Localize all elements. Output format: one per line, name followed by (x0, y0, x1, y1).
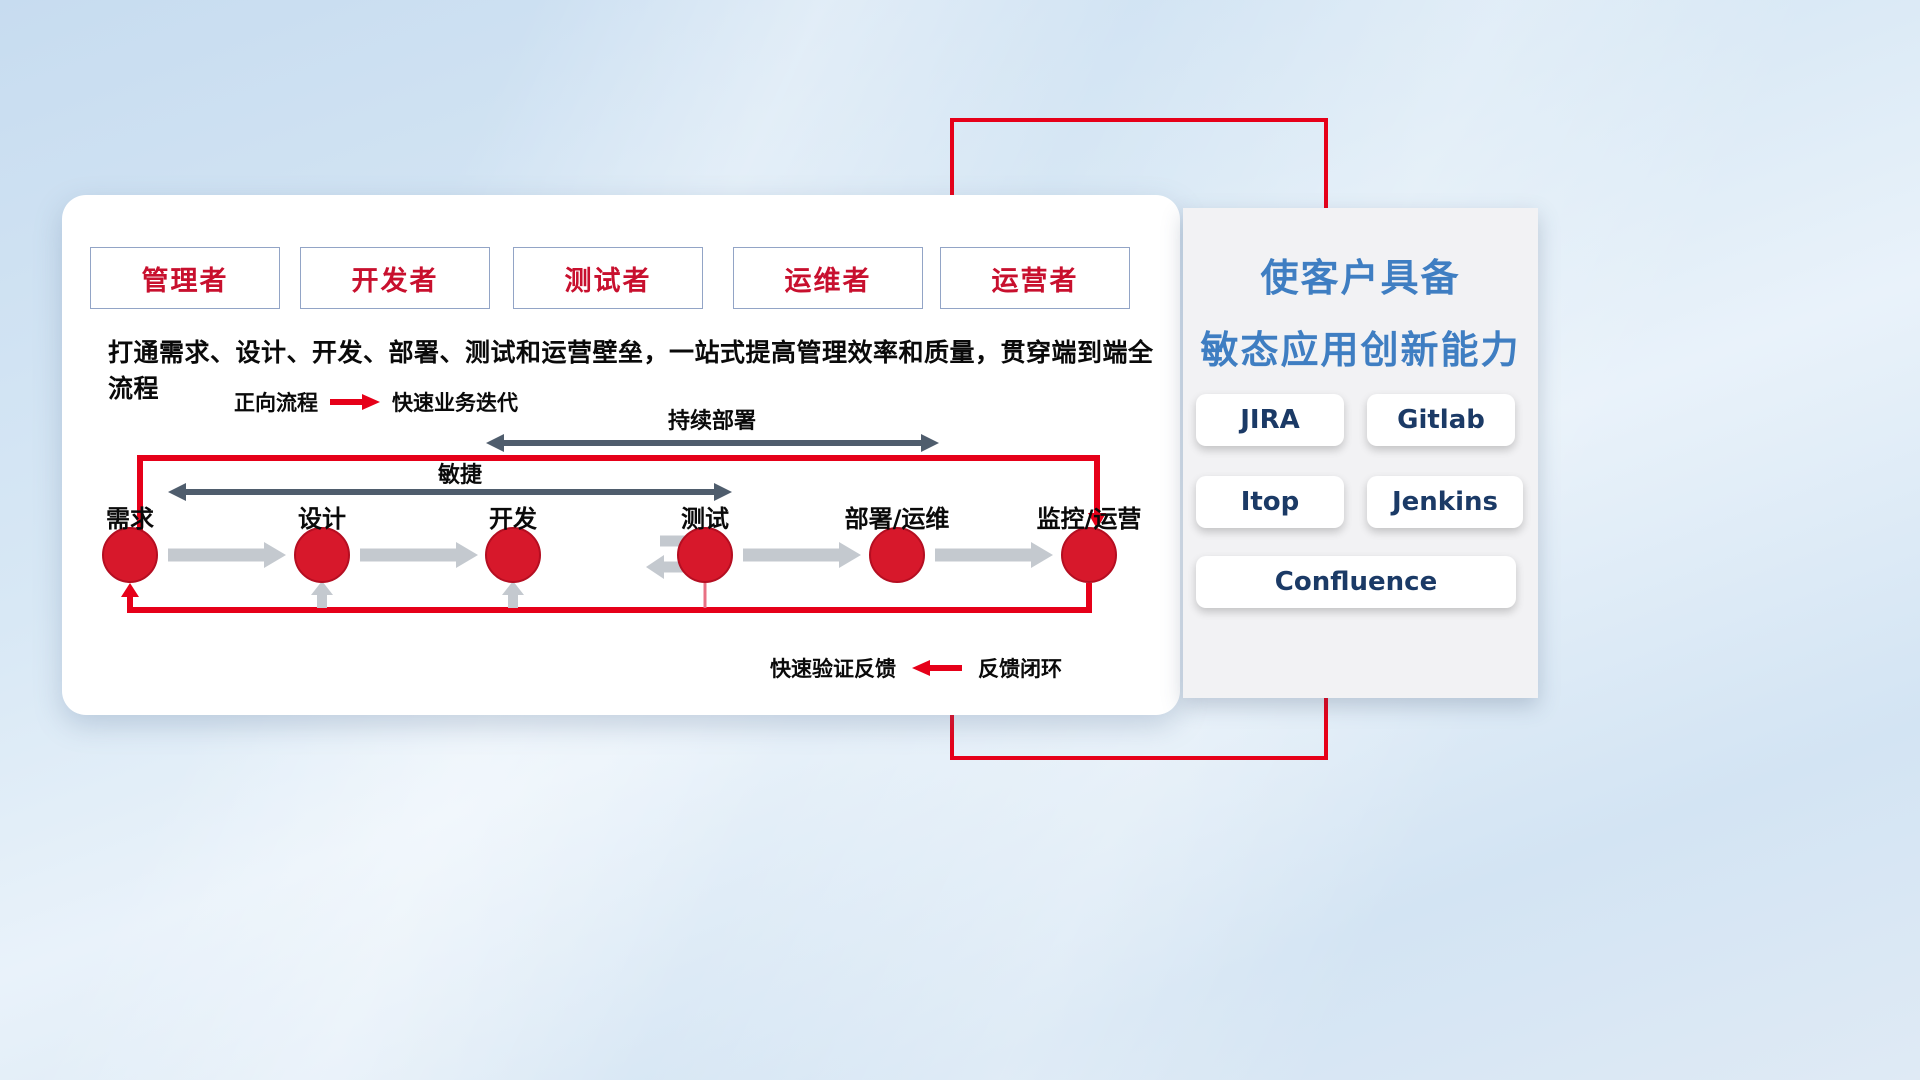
legend-feedback-label: 反馈闭环 (978, 657, 1062, 681)
tool-chip-itop: Itop (1196, 476, 1344, 528)
stage-circles (102, 527, 1117, 583)
cd-label: 持续部署 (667, 409, 757, 434)
tool-chip-gitlab: Gitlab (1367, 394, 1515, 446)
panel-title: 使客户具备 敏态应用创新能力 (1183, 242, 1538, 386)
agile-label: 敏捷 (437, 463, 483, 488)
stage-label-deploy-ops: 部署/运维 (844, 505, 950, 533)
agile-double-arrow (168, 483, 732, 501)
feedback-loop-line (121, 583, 1092, 613)
role-box-ops: 运维者 (733, 247, 923, 309)
capability-panel: 使客户具备 敏态应用创新能力 JIRA Gitlab Itop Jenkins … (1183, 208, 1538, 698)
tool-chip-jenkins: Jenkins (1367, 476, 1523, 528)
legend-feedback: 快速验证反馈 反馈闭环 (770, 653, 1062, 683)
stage-label-develop: 开发 (489, 505, 537, 533)
stage-label-monitor-ops: 监控/运营 (1036, 505, 1142, 533)
role-label: 运维者 (784, 265, 872, 297)
role-label: 管理者 (141, 265, 229, 297)
role-box-operator: 运营者 (940, 247, 1130, 309)
flow-diagram (102, 434, 1117, 613)
panel-title-line2: 敏态应用创新能力 (1200, 328, 1521, 373)
legend-forward-desc: 快速业务迭代 (392, 391, 518, 415)
stage-label-requirements: 需求 (106, 505, 154, 533)
devops-flow-card: 管理者 开发者 测试者 运维者 运营者 打通需求、设计、开发、部署、测试和运营壁… (62, 195, 1180, 715)
stage-label-test: 测试 (681, 505, 729, 533)
stage-arrows (168, 542, 1053, 568)
flow-subtitle: 打通需求、设计、开发、部署、测试和运营壁垒，一站式提高管理效率和质量，贯穿端到端… (108, 338, 1154, 403)
tool-chip-jira: JIRA (1196, 394, 1344, 446)
stage-label-design: 设计 (298, 505, 346, 533)
tool-chip-confluence: Confluence (1196, 556, 1516, 608)
forward-loop-line (137, 455, 1106, 535)
legend-forward-label: 正向流程 (234, 391, 318, 415)
role-box-developer: 开发者 (300, 247, 490, 309)
role-label: 测试者 (564, 265, 652, 297)
legend-feedback-desc: 快速验证反馈 (770, 657, 896, 681)
legend-forward: 正向流程 快速业务迭代 (234, 387, 518, 417)
role-box-manager: 管理者 (90, 247, 280, 309)
role-label: 运营者 (991, 265, 1079, 297)
panel-title-line1: 使客户具备 (1260, 256, 1461, 300)
right-arrow-icon (330, 394, 380, 410)
role-label: 开发者 (351, 265, 439, 297)
role-box-tester: 测试者 (513, 247, 703, 309)
feedback-up-arrows (311, 581, 524, 608)
cd-double-arrow (486, 434, 939, 452)
left-arrow-icon (912, 660, 962, 676)
